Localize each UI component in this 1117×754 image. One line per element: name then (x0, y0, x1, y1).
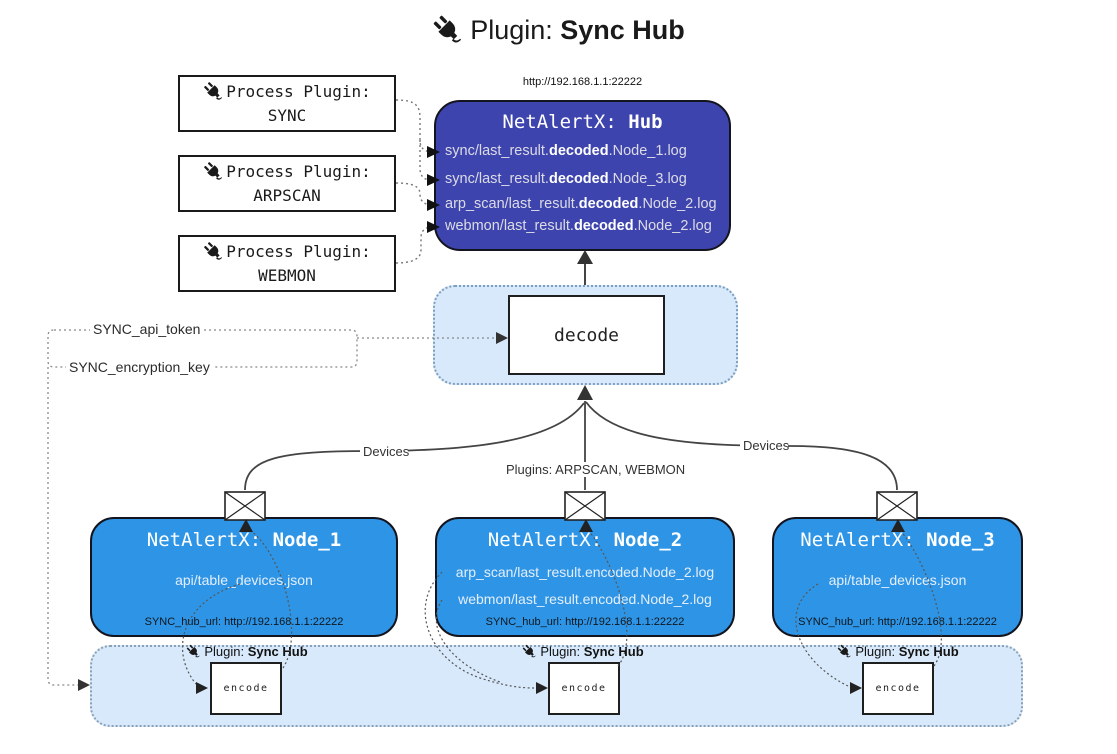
process-to-hub-connectors (395, 99, 432, 264)
hub-log-line: sync/last_result.decoded.Node_3.log (445, 171, 687, 187)
process-plugin-label: Process Plugin: (226, 242, 371, 262)
encode-box: encode (548, 662, 620, 715)
node-3-box: NetAlertX: Node_3 api/table_devices.json… (772, 517, 1023, 637)
decode-bottom-arrow-icon (577, 385, 593, 400)
envelope-icon (224, 491, 266, 521)
decode-label: decode (553, 324, 620, 346)
process-plugin-arpscan-box: Process Plugin: ARPSCAN (178, 155, 396, 212)
process-plugin-webmon-box: Process Plugin: WEBMON (178, 235, 396, 292)
hub-log-line: webmon/last_result.decoded.Node_2.log (445, 218, 712, 234)
process-plugin-name: SYNC (267, 105, 307, 125)
envelope-icon (564, 491, 606, 521)
plugins-center-label: Plugins: ARPSCAN, WEBMON (503, 462, 685, 477)
page-title: Plugin: Sync Hub (0, 14, 1117, 46)
devices-right-label: Devices (740, 438, 789, 453)
process-plugin-label: Process Plugin: (226, 82, 371, 102)
decode-to-hub-arrow (577, 250, 593, 285)
node-line: api/table_devices.json (175, 572, 313, 588)
node-1-box: NetAlertX: Node_1 api/table_devices.json… (90, 517, 398, 637)
hub-url-label: http://192.168.1.1:22222 (522, 76, 643, 88)
decode-box: decode (508, 295, 665, 375)
node-hub-url: SYNC_hub_url: http://192.168.1.1:22222 (485, 616, 685, 628)
encode-box: encode (210, 662, 282, 715)
node-line: webmon/last_result.encoded.Node_2.log (458, 591, 712, 607)
plug-icon (204, 242, 223, 261)
sync-encryption-key-label: SYNC_encryption_key (66, 359, 213, 375)
node-title: NetAlertX: Node_3 (800, 529, 995, 551)
bar-input-arrow-icon (78, 679, 90, 691)
hub-title: NetAlertX: Hub (502, 111, 663, 133)
process-plugin-label: Process Plugin: (226, 162, 371, 182)
encode-box: encode (862, 662, 934, 715)
node-line: arp_scan/last_result.encoded.Node_2.log (455, 564, 715, 580)
hub-box (434, 100, 731, 251)
plug-icon (523, 644, 536, 658)
encode-label: encode (223, 683, 269, 694)
sync-api-token-label: SYNC_api_token (90, 321, 204, 337)
plug-icon (204, 82, 223, 101)
process-plugin-name: WEBMON (258, 265, 316, 285)
node-hub-url: SYNC_hub_url: http://192.168.1.1:22222 (798, 616, 997, 628)
plug-icon (204, 162, 223, 181)
title-text: Plugin: Sync Hub (470, 14, 685, 45)
process-plugin-name: ARPSCAN (253, 185, 321, 205)
node-title: NetAlertX: Node_2 (487, 529, 683, 551)
node-line: api/table_devices.json (828, 572, 967, 588)
encoder-plugin-label: Plugin: Sync Hub (513, 644, 653, 659)
encode-label: encode (561, 683, 607, 694)
envelope-icons (224, 491, 918, 521)
node-title: NetAlertX: Node_1 (146, 529, 342, 551)
encoder-plugin-label: Plugin: Sync Hub (828, 644, 968, 659)
plug-icon (433, 15, 462, 43)
encode-label: encode (875, 683, 921, 694)
hub-log-line: arp_scan/last_result.decoded.Node_2.log (445, 196, 717, 212)
envelope-icon (876, 491, 918, 521)
devices-left-label: Devices (360, 444, 409, 459)
plug-icon (838, 644, 851, 658)
node-hub-url: SYNC_hub_url: http://192.168.1.1:22222 (144, 616, 344, 628)
encoder-plugin-label: Plugin: Sync Hub (177, 644, 317, 659)
hub-log-line: sync/last_result.decoded.Node_1.log (445, 143, 687, 159)
node-2-box: NetAlertX: Node_2 arp_scan/last_result.e… (435, 517, 735, 637)
plug-icon (187, 644, 200, 658)
process-plugin-sync-box: Process Plugin: SYNC (178, 75, 396, 132)
